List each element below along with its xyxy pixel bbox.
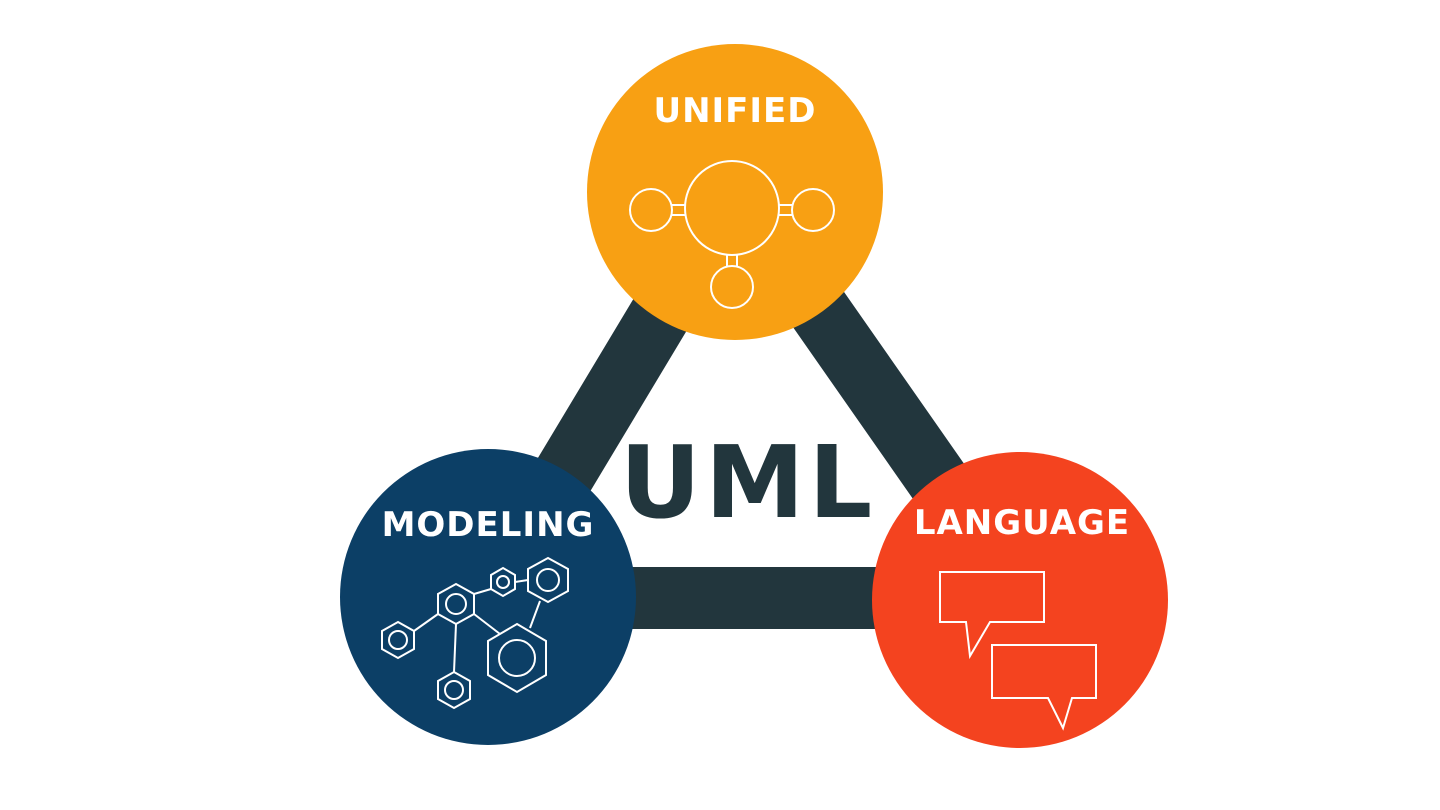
node-modeling: MODELING: [340, 449, 636, 745]
node-unified-circle: [587, 44, 883, 340]
node-modeling-circle: [340, 449, 636, 745]
node-unified: UNIFIED: [587, 44, 883, 340]
node-language-label: LANGUAGE: [914, 503, 1130, 543]
speech-bubbles-icon: [939, 571, 1097, 731]
node-modeling-label: MODELING: [382, 505, 595, 545]
node-language-circle: [872, 452, 1168, 748]
node-language: LANGUAGE: [872, 452, 1168, 748]
center-title: UML: [620, 424, 876, 541]
triangle-connector: [459, 159, 1051, 629]
node-unified-label: UNIFIED: [653, 91, 816, 131]
connected-circles-icon: [629, 160, 835, 309]
molecule-icon: [381, 556, 569, 710]
